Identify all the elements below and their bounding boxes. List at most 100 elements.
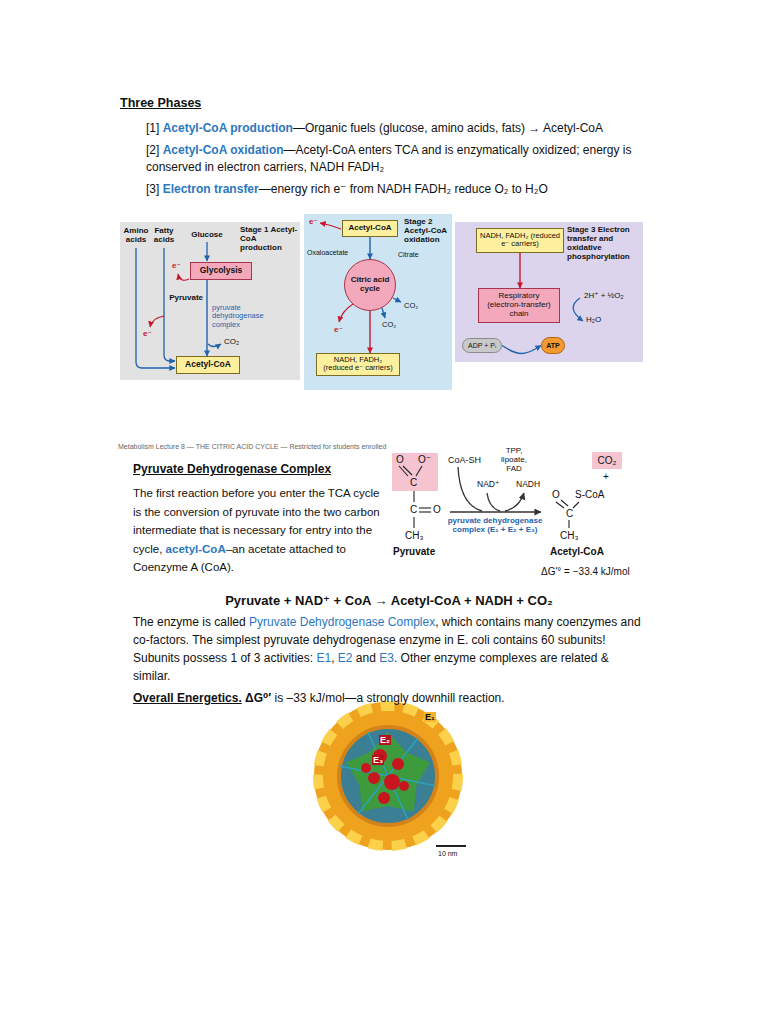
atom-label: C (410, 504, 417, 515)
node-text: Citrate (398, 251, 419, 259)
pdh-complex-structure (338, 726, 438, 826)
atom-label: CH₃ (405, 530, 424, 541)
section-heading: Pyruvate Dehydrogenase Complex (133, 463, 331, 476)
text-run: and (356, 651, 376, 665)
node-text: Stage 2 Acetyl-CoA oxidation (404, 218, 451, 245)
text-run: Acetyl-CoA production (163, 121, 293, 135)
text-run: —Organic fuels (glucose, amino acids, fa… (293, 121, 603, 135)
panel-fill (304, 214, 452, 390)
stage-panel: Stage 3 Electron transfer and oxidative … (455, 222, 643, 362)
atom-label: S-CoA (575, 489, 604, 500)
process-box: Glycolysis (190, 262, 252, 280)
pathway-arrow (573, 298, 583, 321)
text-run: E3 (379, 651, 394, 665)
process-box: Acetyl-CoA (342, 220, 398, 237)
pdh-complex-structure (399, 781, 409, 791)
node-text: Stage 3 Electron transfer and oxidative … (567, 226, 641, 262)
node-text: Glycolysis (193, 266, 249, 276)
atom-label: C (566, 508, 573, 519)
node-text: O (396, 454, 404, 465)
text-run: —energy rich e⁻ from NADH FADH₂ reduce O… (259, 182, 548, 196)
node-text: pyruvate dehydrogenase complex (212, 304, 276, 329)
electron-arrow (320, 223, 341, 229)
carrier-box: NADH, FADH₂ (reduced e⁻ carriers) (316, 353, 400, 376)
atom-label: CH₃ (560, 530, 579, 541)
text-run: Overall Energetics. (133, 691, 242, 705)
scale-bar (436, 845, 466, 847)
node-text: H₂O (586, 316, 601, 325)
enzyme-label: pyruvate dehydrogenase complex (E₁ + E₂ … (446, 517, 544, 535)
text-run: , (331, 651, 334, 665)
reactant-label: NAD⁺ (477, 480, 499, 490)
pdh-complex-structure (326, 714, 450, 838)
pdh-complex-structure (358, 738, 418, 814)
bond-line (419, 511, 431, 512)
bond-line (419, 507, 431, 508)
node-text: e⁻ (334, 326, 343, 335)
cofactor-label: TPP, lipoate, FAD (494, 447, 534, 474)
cycle-circle: Citric acid cycle (344, 259, 396, 311)
text-run: [1] (146, 121, 159, 135)
pdh-complex-structure (368, 772, 380, 784)
pathway-arrow (208, 344, 221, 347)
highlight-box: OO⁻C (392, 453, 438, 491)
subunit-label: E₂ (379, 735, 391, 745)
flow-arrow (369, 237, 370, 259)
reaction-arrow (450, 467, 541, 512)
node-text: 2H⁺ + ½O₂ (584, 292, 624, 301)
process-box: Acetyl-CoA (176, 356, 240, 374)
pathway-arrow (393, 298, 401, 302)
text-run: ΔG⁰′ (245, 691, 271, 705)
node-text: CO₂ (224, 338, 239, 347)
text-run: The enzyme is called (133, 615, 246, 629)
node-text: e⁻ (309, 218, 318, 227)
text-run: [3] (146, 182, 159, 196)
node-text: Stage 1 Acetyl-CoA production (240, 226, 300, 253)
node-text: C (410, 477, 417, 488)
node-text: Pyruvate (160, 294, 203, 303)
pathway-arrow (136, 242, 583, 368)
stage-panel: Stage 1 Acetyl-CoA production Amino acids… (120, 222, 300, 380)
bond-line (413, 490, 414, 502)
text-paragraph: [3] Electron transfer—energy rich e⁻ fro… (146, 181, 644, 198)
pdh-complex-structure (361, 749, 409, 804)
bond-line (403, 466, 412, 475)
electron-arrow (178, 274, 189, 280)
pdh-complex-structure (340, 732, 436, 820)
node-text: Amino acids (121, 227, 151, 245)
bond-line (561, 500, 568, 506)
text-run: Acetyl-CoA oxidation (163, 143, 284, 157)
panel-fill (120, 222, 300, 380)
product-label: NADH (516, 480, 540, 490)
carrier-box: NADH, FADH₂ (reduced e⁻ carriers) (476, 228, 564, 253)
pdh-complex-structure (318, 706, 458, 846)
reactant-label: CoA-SH (448, 455, 481, 465)
node-text: CO₂ (382, 321, 396, 329)
text-run: acetyl-CoA (166, 543, 226, 555)
text-run: –an acetate attached to Coenzyme A (CoA)… (133, 543, 346, 574)
pdh-complex-structure (378, 792, 390, 804)
text-run: E1 (316, 651, 331, 665)
highlight-box: CO₂ (592, 452, 622, 469)
subunit-label: E₁ (424, 712, 436, 722)
node-text: Oxaloacetate (307, 249, 348, 257)
electron-arrow (339, 304, 353, 322)
scale-label: 10 nm (438, 850, 457, 858)
text-paragraph: Overall Energetics. ΔG⁰′ is –33 kJ/mol—a… (133, 689, 649, 707)
text-paragraph: [2] Acetyl-CoA oxidation—Acetyl-CoA ente… (146, 142, 644, 176)
node-text: NADH, FADH₂ (reduced e⁻ carriers) (319, 356, 397, 373)
subunit-label: E₃ (372, 755, 384, 765)
molecule-name: Acetyl-CoA (550, 546, 604, 557)
molecule-circle: ATP (541, 337, 565, 354)
text-run: E2 (338, 651, 353, 665)
node-text: Acetyl-CoA (345, 224, 395, 233)
pdh-complex-structure (346, 732, 430, 812)
reaction-arrow (487, 493, 500, 511)
bond-line (416, 466, 422, 476)
text-paragraph: The first reaction before you enter the … (133, 484, 388, 577)
text-run: Pyruvate Dehydrogenase Complex (249, 615, 435, 629)
node-text: Glucose (188, 231, 226, 240)
bond-line (568, 520, 569, 528)
flow-arrow (519, 253, 520, 288)
